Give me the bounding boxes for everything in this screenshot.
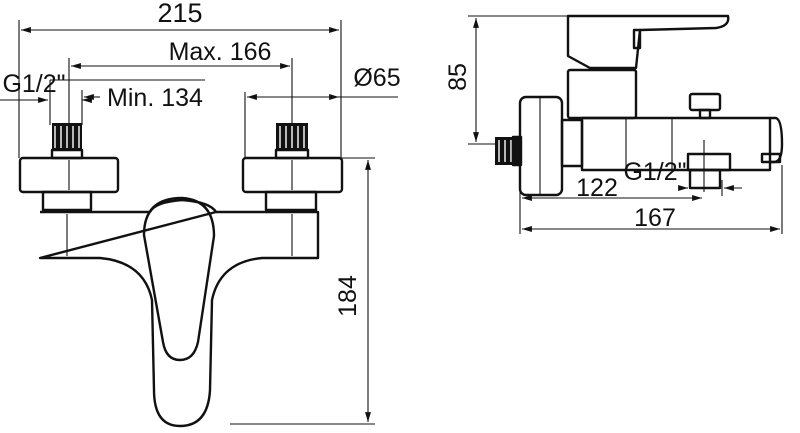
dim-min-label: Min. 134: [107, 84, 203, 112]
dim-d65-label: Ø65: [353, 64, 400, 92]
dim-184-label: 184: [334, 275, 362, 317]
dim-167-label: 167: [634, 204, 676, 232]
left-connector: [18, 123, 120, 212]
right-connector: [241, 123, 344, 212]
thread-front-label: G1/2": [2, 70, 65, 98]
spout-body: [580, 92, 784, 172]
dim-max-label: Max. 166: [169, 38, 272, 66]
lever-handle: [566, 14, 730, 120]
dim-85-label: 85: [444, 63, 472, 91]
side-view: 85: [444, 14, 784, 234]
thread-side-label: G1/2": [623, 158, 686, 186]
dim-122-label: 122: [576, 174, 618, 202]
mixer-body: [38, 196, 320, 428]
side-outlet: [686, 140, 732, 192]
dim-215-label: 215: [157, 0, 202, 28]
side-thread: [495, 135, 523, 167]
side-flange: [518, 95, 584, 197]
front-view: 215 Max. 166 G1/2" Min. 134 Ø65 184: [0, 0, 401, 428]
